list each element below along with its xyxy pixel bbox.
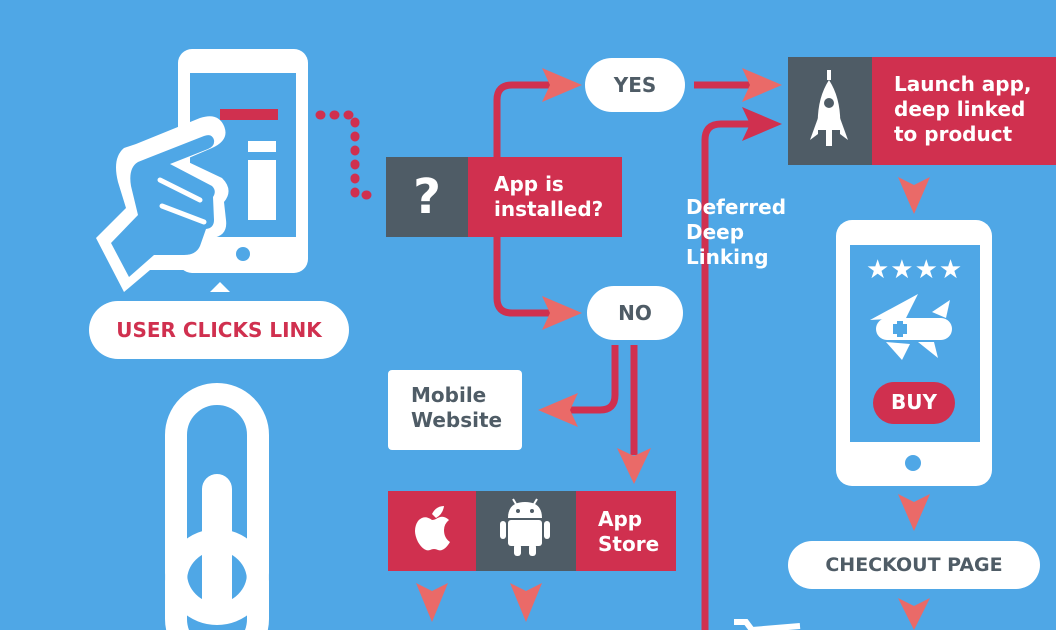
- user-clicks-link-label: USER CLICKS LINK: [116, 318, 322, 342]
- android-icon: [500, 498, 550, 556]
- app-store-label-segment: [576, 491, 676, 571]
- no-branch-line: [493, 237, 560, 317]
- launch-label-3: to product: [894, 122, 1013, 146]
- product-phone: [836, 220, 992, 486]
- no-arrow: [542, 296, 582, 330]
- app-store-label-2: Store: [598, 532, 660, 556]
- yes-pill: YES: [585, 58, 685, 112]
- yes-branch-line: [493, 81, 560, 157]
- product-down-arrow: [898, 494, 930, 531]
- apple-icon: [415, 506, 450, 551]
- yes-arrow: [542, 68, 582, 102]
- shopping-cart-icon: [734, 619, 801, 630]
- rocket-icon: [810, 70, 848, 146]
- checkout-page-pill: CHECKOUT PAGE: [788, 541, 1040, 589]
- question-box-icon-area: [386, 157, 468, 237]
- launch-label-1: Launch app,: [894, 72, 1032, 96]
- deferred-arrow: [742, 107, 782, 141]
- deferred-deep-link-line: [701, 120, 760, 630]
- checkout-down-arrow: [898, 598, 930, 630]
- buy-button[interactable]: BUY: [891, 390, 937, 414]
- mobile-website-box: [388, 370, 522, 450]
- deferred-label-1: Deferred: [686, 195, 787, 219]
- buy-button-bg: [873, 382, 955, 424]
- no-label: NO: [618, 301, 652, 325]
- multi-tool-knife-icon: [870, 294, 952, 360]
- yes-label: YES: [613, 73, 657, 97]
- launch-down-arrow: [898, 177, 930, 214]
- checkout-page-label: CHECKOUT PAGE: [825, 554, 1003, 576]
- store-arrow: [617, 448, 651, 484]
- mobile-website-label-2: Website: [411, 408, 503, 432]
- mobile-website-label-1: Mobile: [411, 383, 487, 407]
- rating-stars: ★★★★: [866, 255, 964, 285]
- chain-link-middle: [165, 474, 269, 630]
- android-down-arrow: [510, 583, 542, 622]
- user-clicks-link-pill: USER CLICKS LINK: [89, 301, 349, 359]
- question-box-text-area: [468, 157, 622, 237]
- deferred-label-3: Linking: [686, 245, 769, 269]
- pointing-hand-icon: [96, 116, 229, 292]
- dotted-connector: [315, 110, 380, 200]
- deferred-label-2: Deep: [686, 220, 745, 244]
- launch-label-2: deep linked: [894, 97, 1026, 121]
- website-arrow: [538, 393, 578, 427]
- app-installed-label-2: installed?: [494, 197, 604, 221]
- no-to-website-line: [560, 345, 619, 414]
- pill-pointer: [210, 282, 230, 292]
- no-pill: NO: [587, 286, 683, 340]
- apple-down-arrow: [416, 583, 448, 622]
- yes-to-launch-arrow: [742, 68, 782, 102]
- question-mark-icon: ?: [413, 169, 441, 225]
- app-installed-label-1: App is: [494, 172, 564, 196]
- app-store-label-1: App: [598, 507, 643, 531]
- launch-text-area: [872, 57, 1056, 165]
